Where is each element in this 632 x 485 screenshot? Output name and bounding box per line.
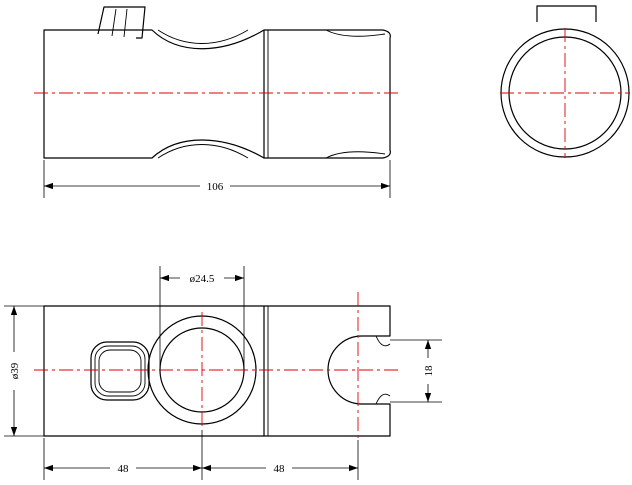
side-view-knob <box>97 6 146 39</box>
end-view-tab <box>536 5 597 22</box>
dimension-slot-width: 18 <box>390 339 442 403</box>
top-view-button-outer <box>90 341 150 401</box>
dimension-slot-width-label: 18 <box>423 365 435 377</box>
side-view <box>34 6 400 159</box>
dimension-diameter-body: ø39 <box>4 305 44 437</box>
top-view <box>34 292 400 440</box>
top-view-body <box>43 305 391 437</box>
dimension-offset-left: 48 <box>43 430 203 480</box>
dimension-offset-right-label: 48 <box>274 463 286 475</box>
side-view-body <box>43 29 391 159</box>
dimension-diameter-body-label: ø39 <box>9 362 21 379</box>
dimension-offset-right: 48 <box>202 440 359 480</box>
dimension-offset-left-label: 48 <box>118 463 130 475</box>
dimension-diameter-bore: ø24.5 <box>159 266 245 370</box>
dimension-diameter-bore-label: ø24.5 <box>190 273 215 285</box>
dimension-length-total-label: 106 <box>207 181 224 193</box>
dimension-length-total: 106 <box>43 160 391 198</box>
end-view <box>500 5 630 158</box>
